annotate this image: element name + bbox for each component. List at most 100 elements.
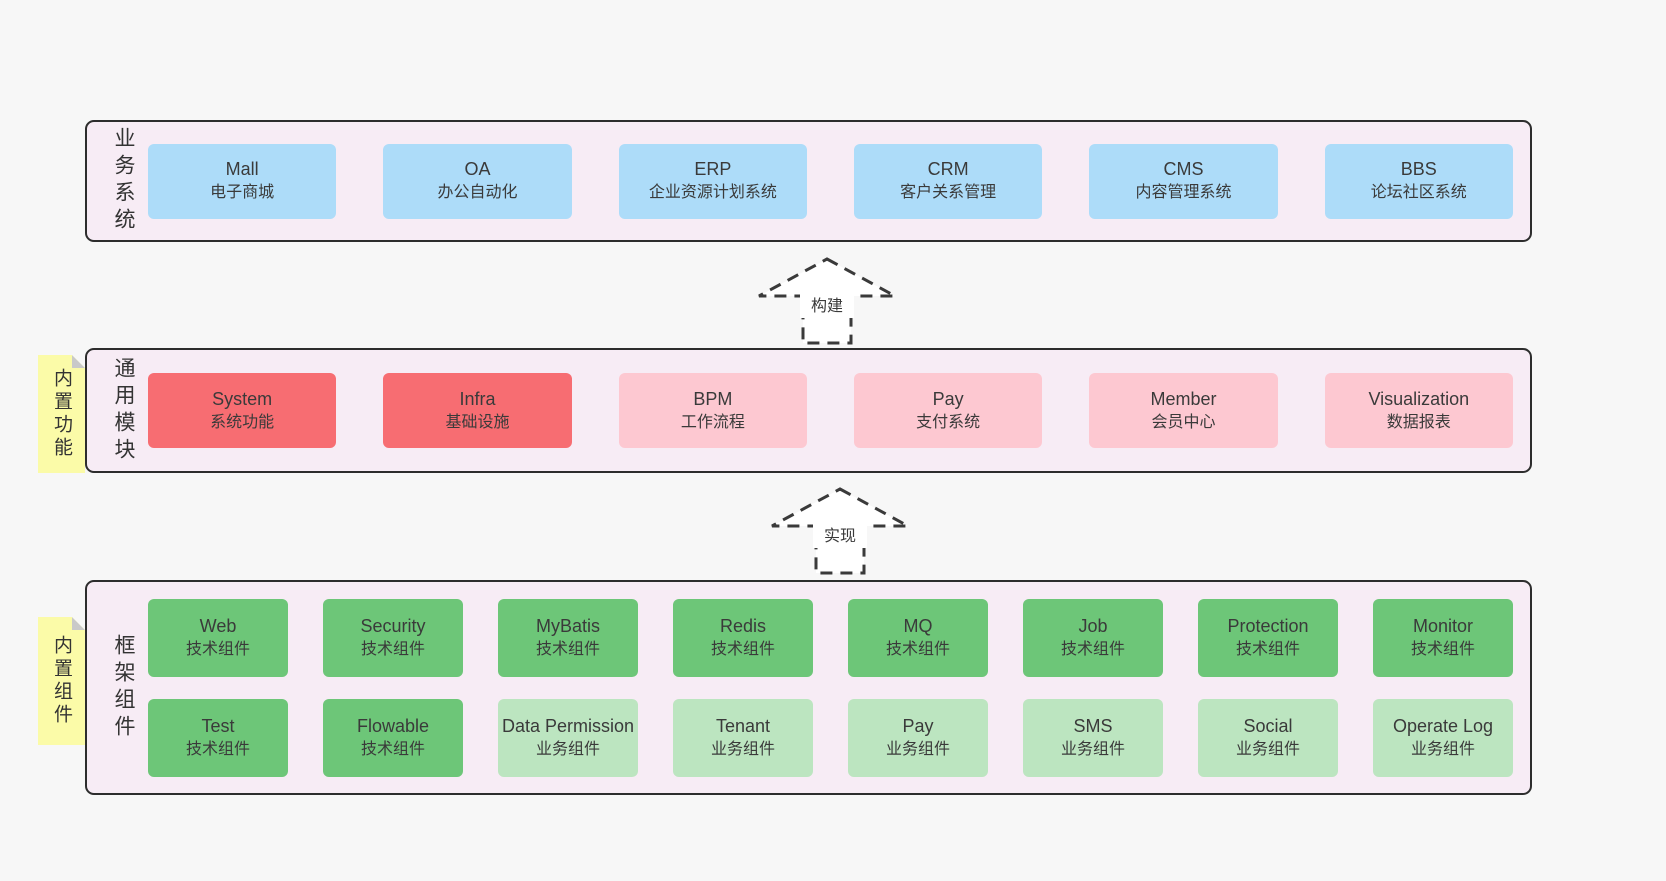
box-desc: 业务组件	[1410, 740, 1475, 758]
box-desc: 数据报表	[1386, 413, 1451, 431]
box-bbs: BBS 论坛社区系统	[1324, 143, 1513, 219]
box-name: Security	[360, 615, 426, 636]
box-name: OA	[464, 159, 491, 179]
sticky-note-text: 内置功能	[51, 368, 72, 460]
box-desc: 技术组件	[1410, 640, 1475, 658]
box-desc: 技术组件	[535, 640, 600, 658]
implement-arrow-label: 实现	[824, 527, 856, 545]
box-mall: Mall 电子商城	[148, 143, 337, 219]
box-desc: 论坛社区系统	[1370, 184, 1467, 201]
box-monitor: Monitor 技术组件	[1373, 598, 1513, 677]
box-name: Data Permission	[501, 715, 635, 736]
box-bpm: BPM 工作流程	[618, 373, 807, 448]
box-name: Monitor	[1412, 615, 1474, 636]
box-name: CMS	[1163, 159, 1204, 179]
box-desc: 电子商城	[210, 184, 275, 201]
sticky-note-built-in-features: 内置功能	[38, 355, 85, 473]
note-fold-corner-icon	[72, 617, 85, 630]
box-sms: SMS 业务组件	[1023, 698, 1163, 777]
box-desc: 业务组件	[885, 740, 950, 758]
box-desc: 业务组件	[710, 740, 775, 758]
box-desc: 业务组件	[1235, 740, 1300, 758]
build-arrow-label: 构建	[811, 297, 843, 315]
box-mybatis: MyBatis 技术组件	[498, 598, 638, 677]
box-visualization: Visualization 数据报表	[1324, 373, 1513, 448]
box-data-permission: Data Permission 业务组件	[498, 698, 638, 777]
box-name: Visualization	[1368, 388, 1470, 409]
box-name: BPM	[693, 388, 733, 409]
box-desc: 技术组件	[360, 640, 425, 658]
box-pay: Pay 支付系统	[853, 373, 1043, 448]
box-desc: 支付系统	[916, 413, 981, 431]
box-desc: 内容管理系统	[1135, 184, 1232, 201]
box-desc: 工作流程	[680, 413, 745, 431]
box-desc: 业务组件	[535, 740, 600, 758]
box-cms: CMS 内容管理系统	[1089, 143, 1278, 219]
box-test: Test 技术组件	[148, 698, 288, 777]
box-desc: 技术组件	[1060, 640, 1125, 658]
box-security: Security 技术组件	[323, 598, 463, 677]
layer-framework-components: 框架组件 Web 技术组件 Security 技术组件 MyBatis 技术组件…	[85, 580, 1532, 795]
layer-common-modules-label: 通用模块	[112, 356, 135, 465]
box-name: Pay	[932, 388, 964, 409]
box-operate-log: Operate Log 业务组件	[1373, 698, 1513, 777]
box-erp: ERP 企业资源计划系统	[618, 143, 807, 219]
box-name: MyBatis	[535, 615, 600, 636]
box-desc: 会员中心	[1151, 413, 1216, 431]
box-mq: MQ 技术组件	[848, 598, 988, 677]
box-desc: 基础设施	[445, 413, 510, 431]
framework-components-grid: Web 技术组件 Security 技术组件 MyBatis 技术组件 Redi…	[148, 598, 1513, 777]
box-name: Web	[199, 615, 237, 636]
box-desc: 系统功能	[210, 413, 275, 431]
box-protection: Protection 技术组件	[1198, 598, 1338, 677]
box-name: Tenant	[715, 715, 771, 736]
layer-framework-components-label: 框架组件	[112, 633, 135, 742]
box-name: Protection	[1227, 615, 1309, 636]
box-name: Flowable	[356, 715, 430, 736]
box-infra: Infra 基础设施	[383, 373, 572, 448]
business-systems-row: Mall 电子商城 OA 办公自动化 ERP 企业资源计划系统 CRM 客户关系…	[148, 143, 1513, 219]
box-system: System 系统功能	[148, 373, 337, 448]
box-desc: 客户关系管理	[900, 184, 997, 201]
box-redis: Redis 技术组件	[673, 598, 813, 677]
box-desc: 技术组件	[185, 740, 250, 758]
box-name: BBS	[1400, 159, 1437, 179]
box-desc: 技术组件	[885, 640, 950, 658]
implement-arrow-up-icon: 实现	[771, 487, 909, 575]
box-web: Web 技术组件	[148, 598, 288, 677]
box-name: MQ	[903, 615, 933, 636]
box-name: Test	[201, 715, 235, 736]
common-modules-row: System 系统功能 Infra 基础设施 BPM 工作流程 Pay 支付系统…	[148, 373, 1513, 448]
build-arrow-up-icon: 构建	[758, 257, 896, 345]
box-name: Infra	[459, 388, 496, 409]
box-flowable: Flowable 技术组件	[323, 698, 463, 777]
box-social: Social 业务组件	[1198, 698, 1338, 777]
framework-row-2: Test 技术组件 Flowable 技术组件 Data Permission …	[148, 698, 1513, 777]
box-name: CRM	[927, 159, 969, 179]
box-desc: 业务组件	[1060, 740, 1125, 758]
layer-business-systems: 业务系统 Mall 电子商城 OA 办公自动化 ERP 企业资源计划系统 CRM…	[85, 120, 1532, 242]
box-name: Job	[1078, 615, 1108, 636]
box-name: System	[212, 388, 273, 409]
layer-common-modules: 通用模块 System 系统功能 Infra 基础设施 BPM 工作流程 Pay…	[85, 348, 1532, 473]
box-pay-biz: Pay 业务组件	[848, 698, 988, 777]
box-crm: CRM 客户关系管理	[853, 143, 1043, 219]
box-desc: 技术组件	[710, 640, 775, 658]
box-name: Pay	[902, 715, 934, 736]
box-oa: OA 办公自动化	[383, 143, 572, 219]
note-fold-corner-icon	[72, 355, 85, 368]
framework-row-1: Web 技术组件 Security 技术组件 MyBatis 技术组件 Redi…	[148, 598, 1513, 677]
box-name: Operate Log	[1392, 715, 1494, 736]
box-name: Mall	[225, 159, 259, 179]
box-job: Job 技术组件	[1023, 598, 1163, 677]
box-tenant: Tenant 业务组件	[673, 698, 813, 777]
box-member: Member 会员中心	[1089, 373, 1278, 448]
sticky-note-text: 内置组件	[51, 635, 72, 727]
box-name: ERP	[694, 159, 732, 179]
box-desc: 企业资源计划系统	[648, 184, 777, 201]
sticky-note-built-in-components: 内置组件	[38, 617, 85, 745]
box-desc: 技术组件	[185, 640, 250, 658]
box-name: Member	[1150, 388, 1217, 409]
box-desc: 技术组件	[360, 740, 425, 758]
